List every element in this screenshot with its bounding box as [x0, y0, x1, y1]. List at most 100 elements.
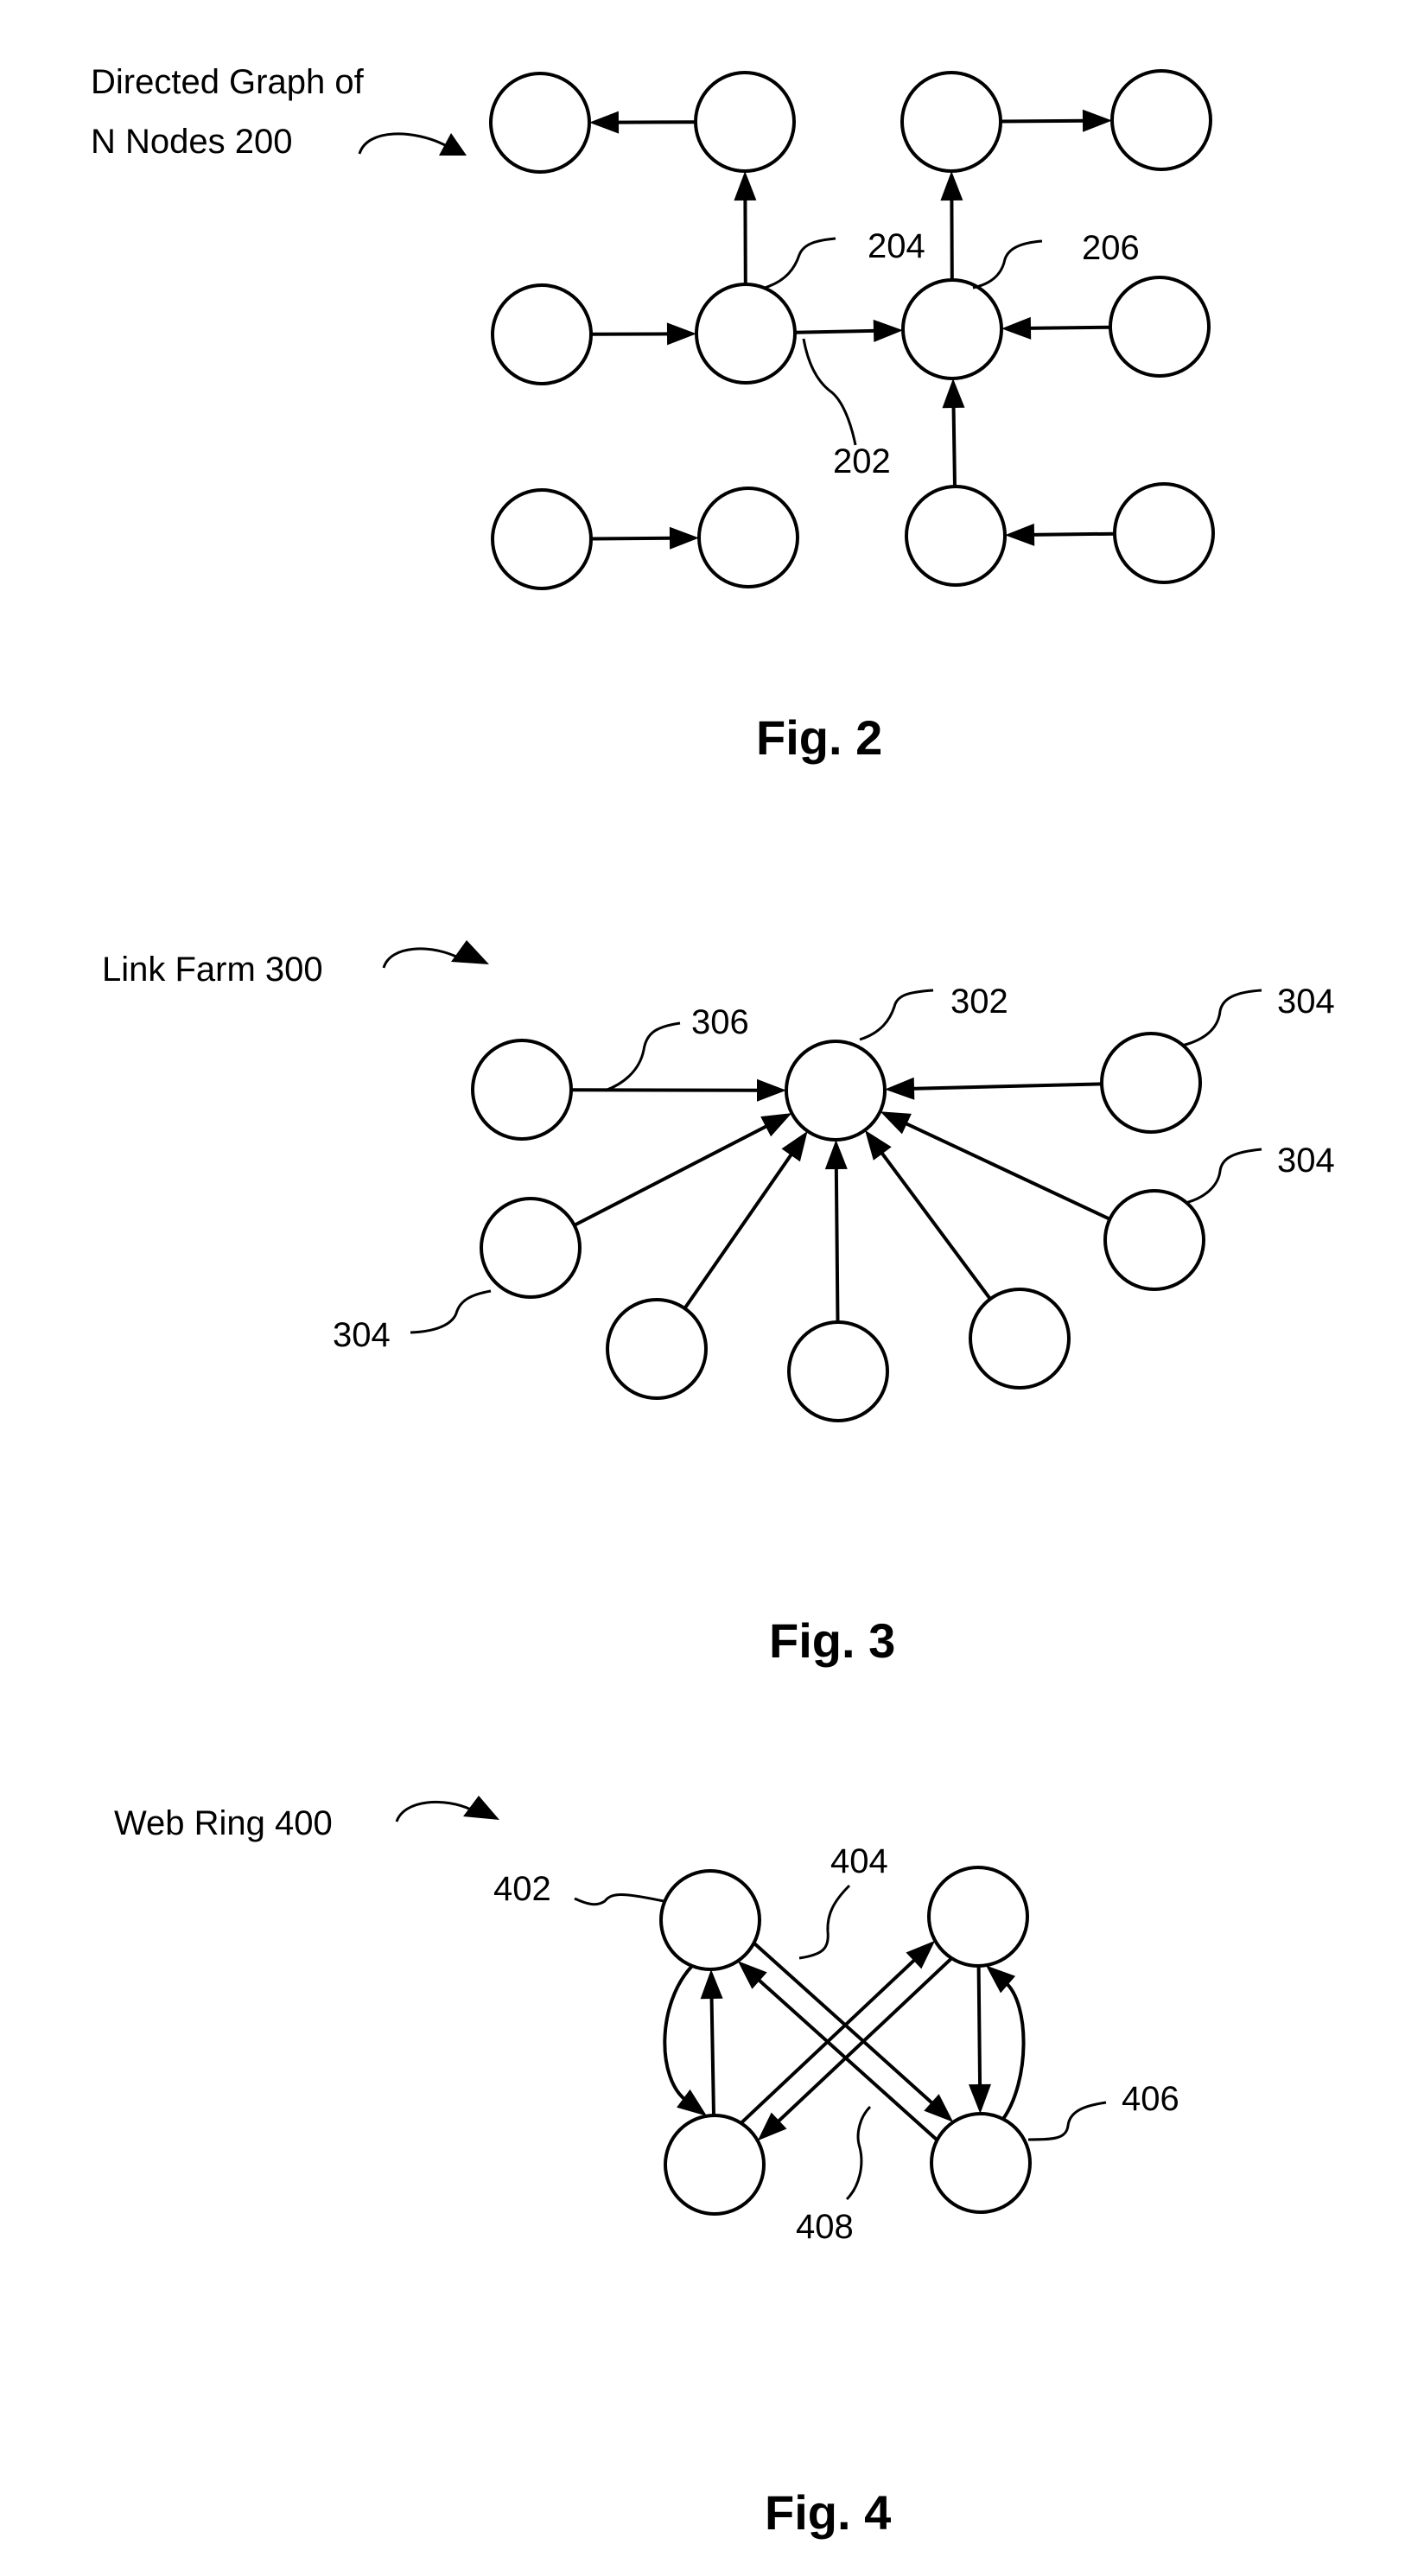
fig2-edge-b2-to-b3	[795, 320, 903, 342]
fig3-node-hub-302	[786, 1041, 885, 1140]
fig4-edge-tl-to-bl-curved-path	[664, 1966, 692, 2101]
fig4-edge-br-to-tl	[738, 1961, 938, 2140]
fig2-ref-202: 202	[833, 442, 891, 480]
fig2-edge-c1-to-c2-line	[591, 538, 673, 539]
fig3-ref-302-leader	[860, 990, 933, 1040]
fig3-ref-304-top-leader	[1182, 990, 1262, 1046]
fig4-edge-br-to-tr-curved	[986, 1965, 1024, 2119]
fig4-edge-bl-to-tl-line	[712, 1995, 715, 2115]
fig2-edge-b2-to-b3-line	[795, 331, 877, 333]
fig4-edge-tr-to-bl	[758, 1958, 952, 2140]
fig2-title-line-1: Directed Graph of	[91, 63, 365, 101]
fig2-edge-c3-to-b3-arrowhead-icon	[943, 378, 965, 408]
fig3-title: Link Farm 300	[102, 951, 323, 989]
fig3-ref-304-right: 304	[1277, 1142, 1335, 1180]
fig4-edge-tl-to-bl-curved-arrowhead-icon	[677, 2089, 707, 2116]
fig3-edge-botcenter-to-hub	[825, 1140, 848, 1322]
fig2-node-a2	[696, 73, 794, 171]
fig2-edge-b4-to-b3-arrowhead-icon	[1001, 317, 1031, 340]
fig2-edge-a3-to-a4	[1001, 110, 1112, 132]
fig3-edge-botright-to-hub-line	[880, 1151, 990, 1299]
fig3-edge-midleft-to-hub-line	[575, 1125, 769, 1225]
fig3-node-botright	[970, 1289, 1069, 1388]
fig4-ref-408: 408	[796, 2208, 854, 2246]
fig3-node-left	[473, 1040, 571, 1139]
fig2-edge-c4-to-c3	[1005, 524, 1115, 546]
fig4-node-br-406	[931, 2114, 1030, 2212]
fig2-ref-204-leader	[765, 239, 836, 288]
fig4-edge-tl-to-br	[754, 1943, 954, 2122]
fig4-edge-bl-to-tl-arrowhead-icon	[701, 1969, 723, 1999]
fig2-node-b4	[1110, 277, 1209, 376]
fig3-node-botcenter	[789, 1322, 887, 1421]
fig4-nodes	[661, 1867, 1030, 2214]
fig3-node-right-304	[1102, 1034, 1200, 1132]
fig3-ref-304-left: 304	[333, 1316, 391, 1354]
fig3-edge-left-to-hub-arrowhead-icon	[757, 1079, 786, 1102]
fig3-edge-midright-to-hub-line	[904, 1123, 1110, 1219]
fig2-edge-a2-to-a1-arrowhead-icon	[589, 111, 619, 134]
fig2-edge-a3-to-a4-arrowhead-icon	[1083, 110, 1112, 132]
fig3-edge-right-to-hub-line	[911, 1084, 1102, 1089]
fig2-edge-c1-to-c2	[591, 527, 699, 550]
fig2-edge-a2-to-a1	[589, 111, 696, 134]
fig2-node-a3	[902, 73, 1001, 171]
fig4-node-tl-402	[661, 1871, 760, 1969]
fig4-ref-406-leader	[1028, 2102, 1106, 2140]
fig4-node-bl	[665, 2115, 764, 2214]
fig2-node-b2-204	[696, 284, 795, 383]
fig3-node-midright-304	[1105, 1191, 1204, 1289]
fig2-node-c3	[906, 487, 1005, 585]
fig2-ref-206: 206	[1082, 229, 1140, 267]
fig4-edge-tr-to-br-line	[979, 1966, 981, 2088]
fig2-edge-c3-to-b3-line	[954, 404, 956, 487]
fig4-ref-404: 404	[830, 1842, 888, 1880]
fig3-edge-midright-to-hub-arrowhead-icon	[880, 1111, 912, 1134]
fig2-edge-a3-to-a4-line	[1001, 121, 1086, 122]
fig3-edge-botright-to-hub-arrowhead-icon	[865, 1130, 892, 1161]
fig4-edges	[664, 1941, 1023, 2141]
fig3-edge-right-to-hub	[885, 1078, 1102, 1100]
fig3-title-pointer-arrow-icon	[384, 940, 489, 968]
fig3-edge-midleft-to-hub	[575, 1113, 792, 1225]
fig4-edge-tr-to-br	[969, 1966, 991, 2114]
fig2-edge-b1-to-b2-arrowhead-icon	[667, 322, 696, 345]
fig2-edge-b1-to-b2	[591, 322, 696, 345]
figure-2-directed-graph: Directed Graph of N Nodes 200 204 206 20…	[91, 63, 1213, 765]
fig4-node-tr	[929, 1867, 1027, 1966]
fig3-node-botleft	[607, 1300, 706, 1398]
fig2-edge-c1-to-c2-arrowhead-icon	[670, 527, 699, 550]
fig2-node-c4	[1115, 484, 1213, 582]
fig2-edge-b2-to-b3-arrowhead-icon	[874, 320, 903, 342]
fig2-node-a1	[491, 73, 589, 172]
fig3-ref-304-right-leader	[1186, 1149, 1262, 1203]
fig2-edge-b2-to-a2-arrowhead-icon	[734, 171, 756, 200]
figure-4-web-ring: Web Ring 400 402 404 406 408	[114, 1796, 1179, 2540]
fig3-edge-botleft-to-hub-arrowhead-icon	[782, 1131, 808, 1161]
fig2-node-c1	[493, 490, 591, 588]
fig2-edge-b3-to-a3	[940, 171, 963, 280]
fig2-edge-c4-to-c3-line	[1031, 534, 1115, 535]
fig4-edge-bl-to-tr	[741, 1941, 936, 2123]
fig2-edge-c4-to-c3-arrowhead-icon	[1005, 524, 1034, 546]
fig2-edge-b2-to-a2	[734, 171, 756, 284]
fig2-title-line-2: N Nodes 200	[91, 123, 292, 161]
fig2-node-c2	[699, 488, 798, 587]
fig4-ref-404-leader	[799, 1886, 849, 1958]
fig3-edge-botcenter-to-hub-arrowhead-icon	[825, 1140, 848, 1169]
fig3-edge-midright-to-hub	[880, 1111, 1110, 1219]
fig4-edge-tr-to-br-arrowhead-icon	[969, 2084, 991, 2114]
fig3-edge-left-to-hub	[571, 1079, 786, 1102]
fig2-title-pointer-arrow-icon	[359, 133, 467, 156]
fig4-edge-bl-to-tl	[701, 1969, 723, 2115]
fig4-ref-408-leader	[847, 2107, 870, 2199]
fig2-node-a4	[1112, 71, 1211, 169]
fig4-ref-406: 406	[1122, 2080, 1179, 2118]
fig3-edge-botleft-to-hub-line	[684, 1153, 792, 1309]
fig4-ref-402-leader	[575, 1895, 664, 1905]
fig3-edge-botcenter-to-hub-line	[836, 1166, 838, 1322]
figure-3-link-farm: Link Farm 300 306 302 304 304	[102, 940, 1335, 1668]
fig3-edge-right-to-hub-arrowhead-icon	[885, 1078, 914, 1100]
fig3-edge-left-to-hub-line	[571, 1090, 760, 1091]
